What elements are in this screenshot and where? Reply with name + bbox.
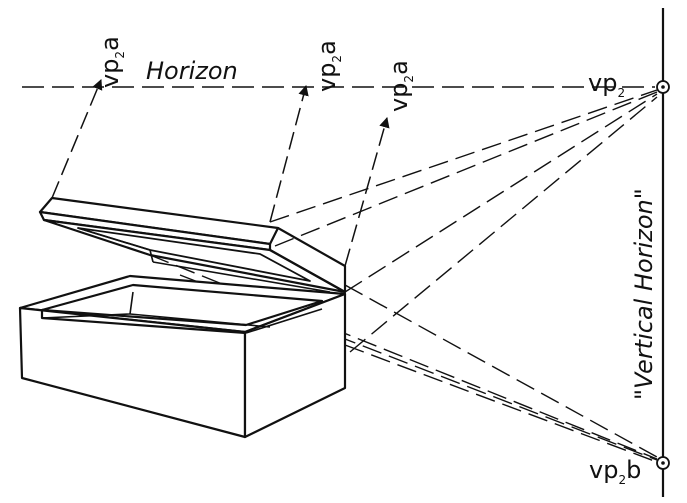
svg-text:vp2: vp2: [588, 69, 625, 100]
construction-lines-vp2: [269, 89, 658, 353]
vertical-horizon-label: "Vertical Horizon": [630, 188, 658, 400]
svg-text:vp2a: vp2a: [313, 40, 344, 92]
vp2b-label: vp2b: [589, 456, 641, 487]
vp2-label: vp2: [588, 69, 625, 100]
horizon-label: Horizon: [146, 57, 238, 85]
vp2-point: [656, 80, 670, 94]
vp2a-label-2: vp2a: [313, 40, 344, 92]
svg-text:vp2a: vp2a: [96, 36, 127, 88]
vp2a-label-3: vp2a: [385, 60, 416, 112]
vp2a-label-1: vp2a: [96, 36, 127, 88]
box-lid: [38, 196, 347, 294]
svg-text:vp2a: vp2a: [385, 60, 416, 112]
svg-text:vp2b: vp2b: [589, 456, 641, 487]
vp2b-point: [656, 456, 670, 470]
vp2a-arrows: [51, 79, 390, 267]
box-body: [18, 274, 347, 439]
